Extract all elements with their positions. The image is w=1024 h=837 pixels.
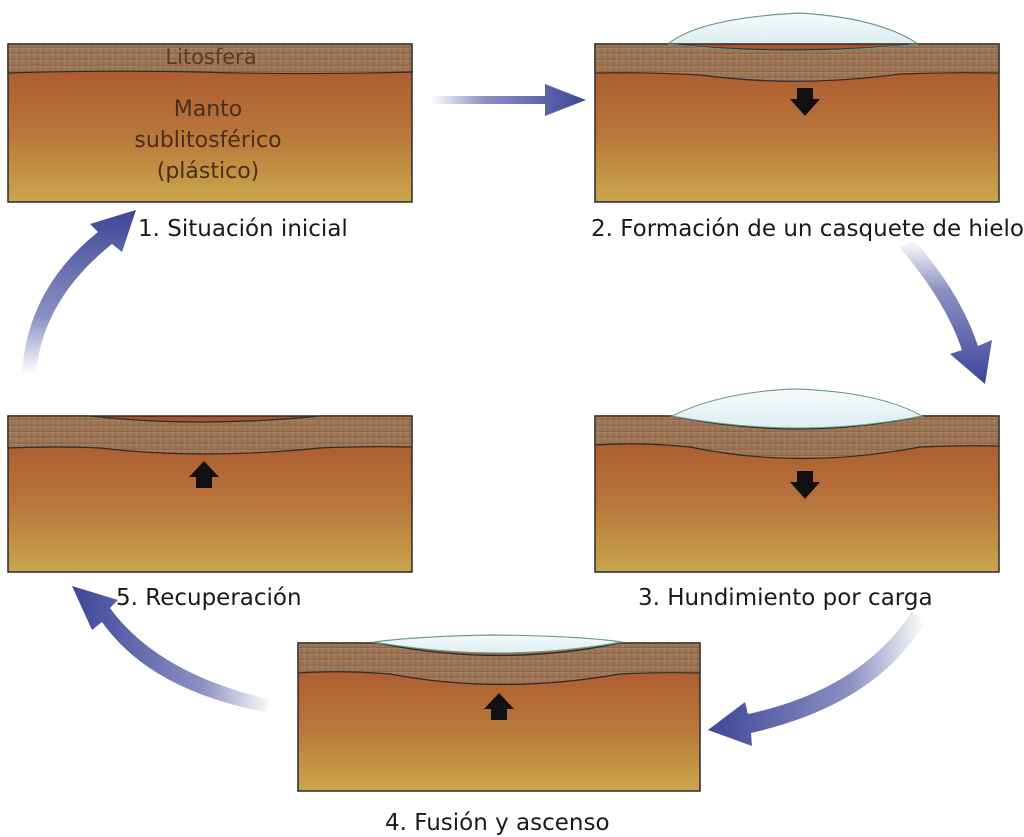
cycle-arrow-3-to-4 [708, 612, 926, 746]
caption-stage-5: 5. Recuperación [116, 585, 302, 611]
mantle-label-line1: Manto [174, 97, 243, 122]
cycle-arrow-4-to-5 [72, 586, 272, 712]
subsidence-arrow-icon [790, 88, 820, 116]
lithosphere-layer [594, 415, 1000, 460]
caption-stage-1: 1. Situación inicial [138, 216, 348, 242]
cycle-arrow-5-to-1 [22, 210, 136, 374]
cycle-arrow-1-to-2 [430, 84, 586, 116]
caption-stage-4: 4. Fusión y ascenso [385, 810, 610, 836]
ice-cap [373, 634, 623, 654]
lithosphere-layer [297, 642, 701, 686]
ice-cap [666, 12, 920, 45]
mantle-label-line2: sublitosférico [134, 128, 281, 153]
lithosphere-label: Litosfera [165, 45, 256, 69]
panel-1-initial: Litosfera Manto sublitosférico (plástico… [7, 43, 413, 203]
panel-5-recovery [7, 415, 413, 573]
panel-2-ice-formation [594, 12, 1000, 203]
cycle-arrow-2-to-3 [900, 240, 992, 384]
uplift-arrow-icon [189, 461, 219, 488]
subsidence-arrow-icon [790, 471, 820, 499]
panel-3-subsidence [594, 388, 1000, 573]
mantle-label-line3: (plástico) [157, 159, 259, 184]
lithosphere-layer [594, 43, 1000, 82]
ice-cap-fill [670, 388, 924, 429]
caption-stage-3: 3. Hundimiento por carga [638, 585, 933, 611]
ice-cap-base [667, 43, 919, 52]
panel-4-melting-uplift [297, 634, 701, 792]
lithosphere-layer [7, 43, 413, 75]
lithosphere-layer [7, 415, 413, 455]
uplift-arrow-icon [484, 693, 514, 720]
caption-stage-2: 2. Formación de un casquete de hielo [591, 216, 1024, 242]
